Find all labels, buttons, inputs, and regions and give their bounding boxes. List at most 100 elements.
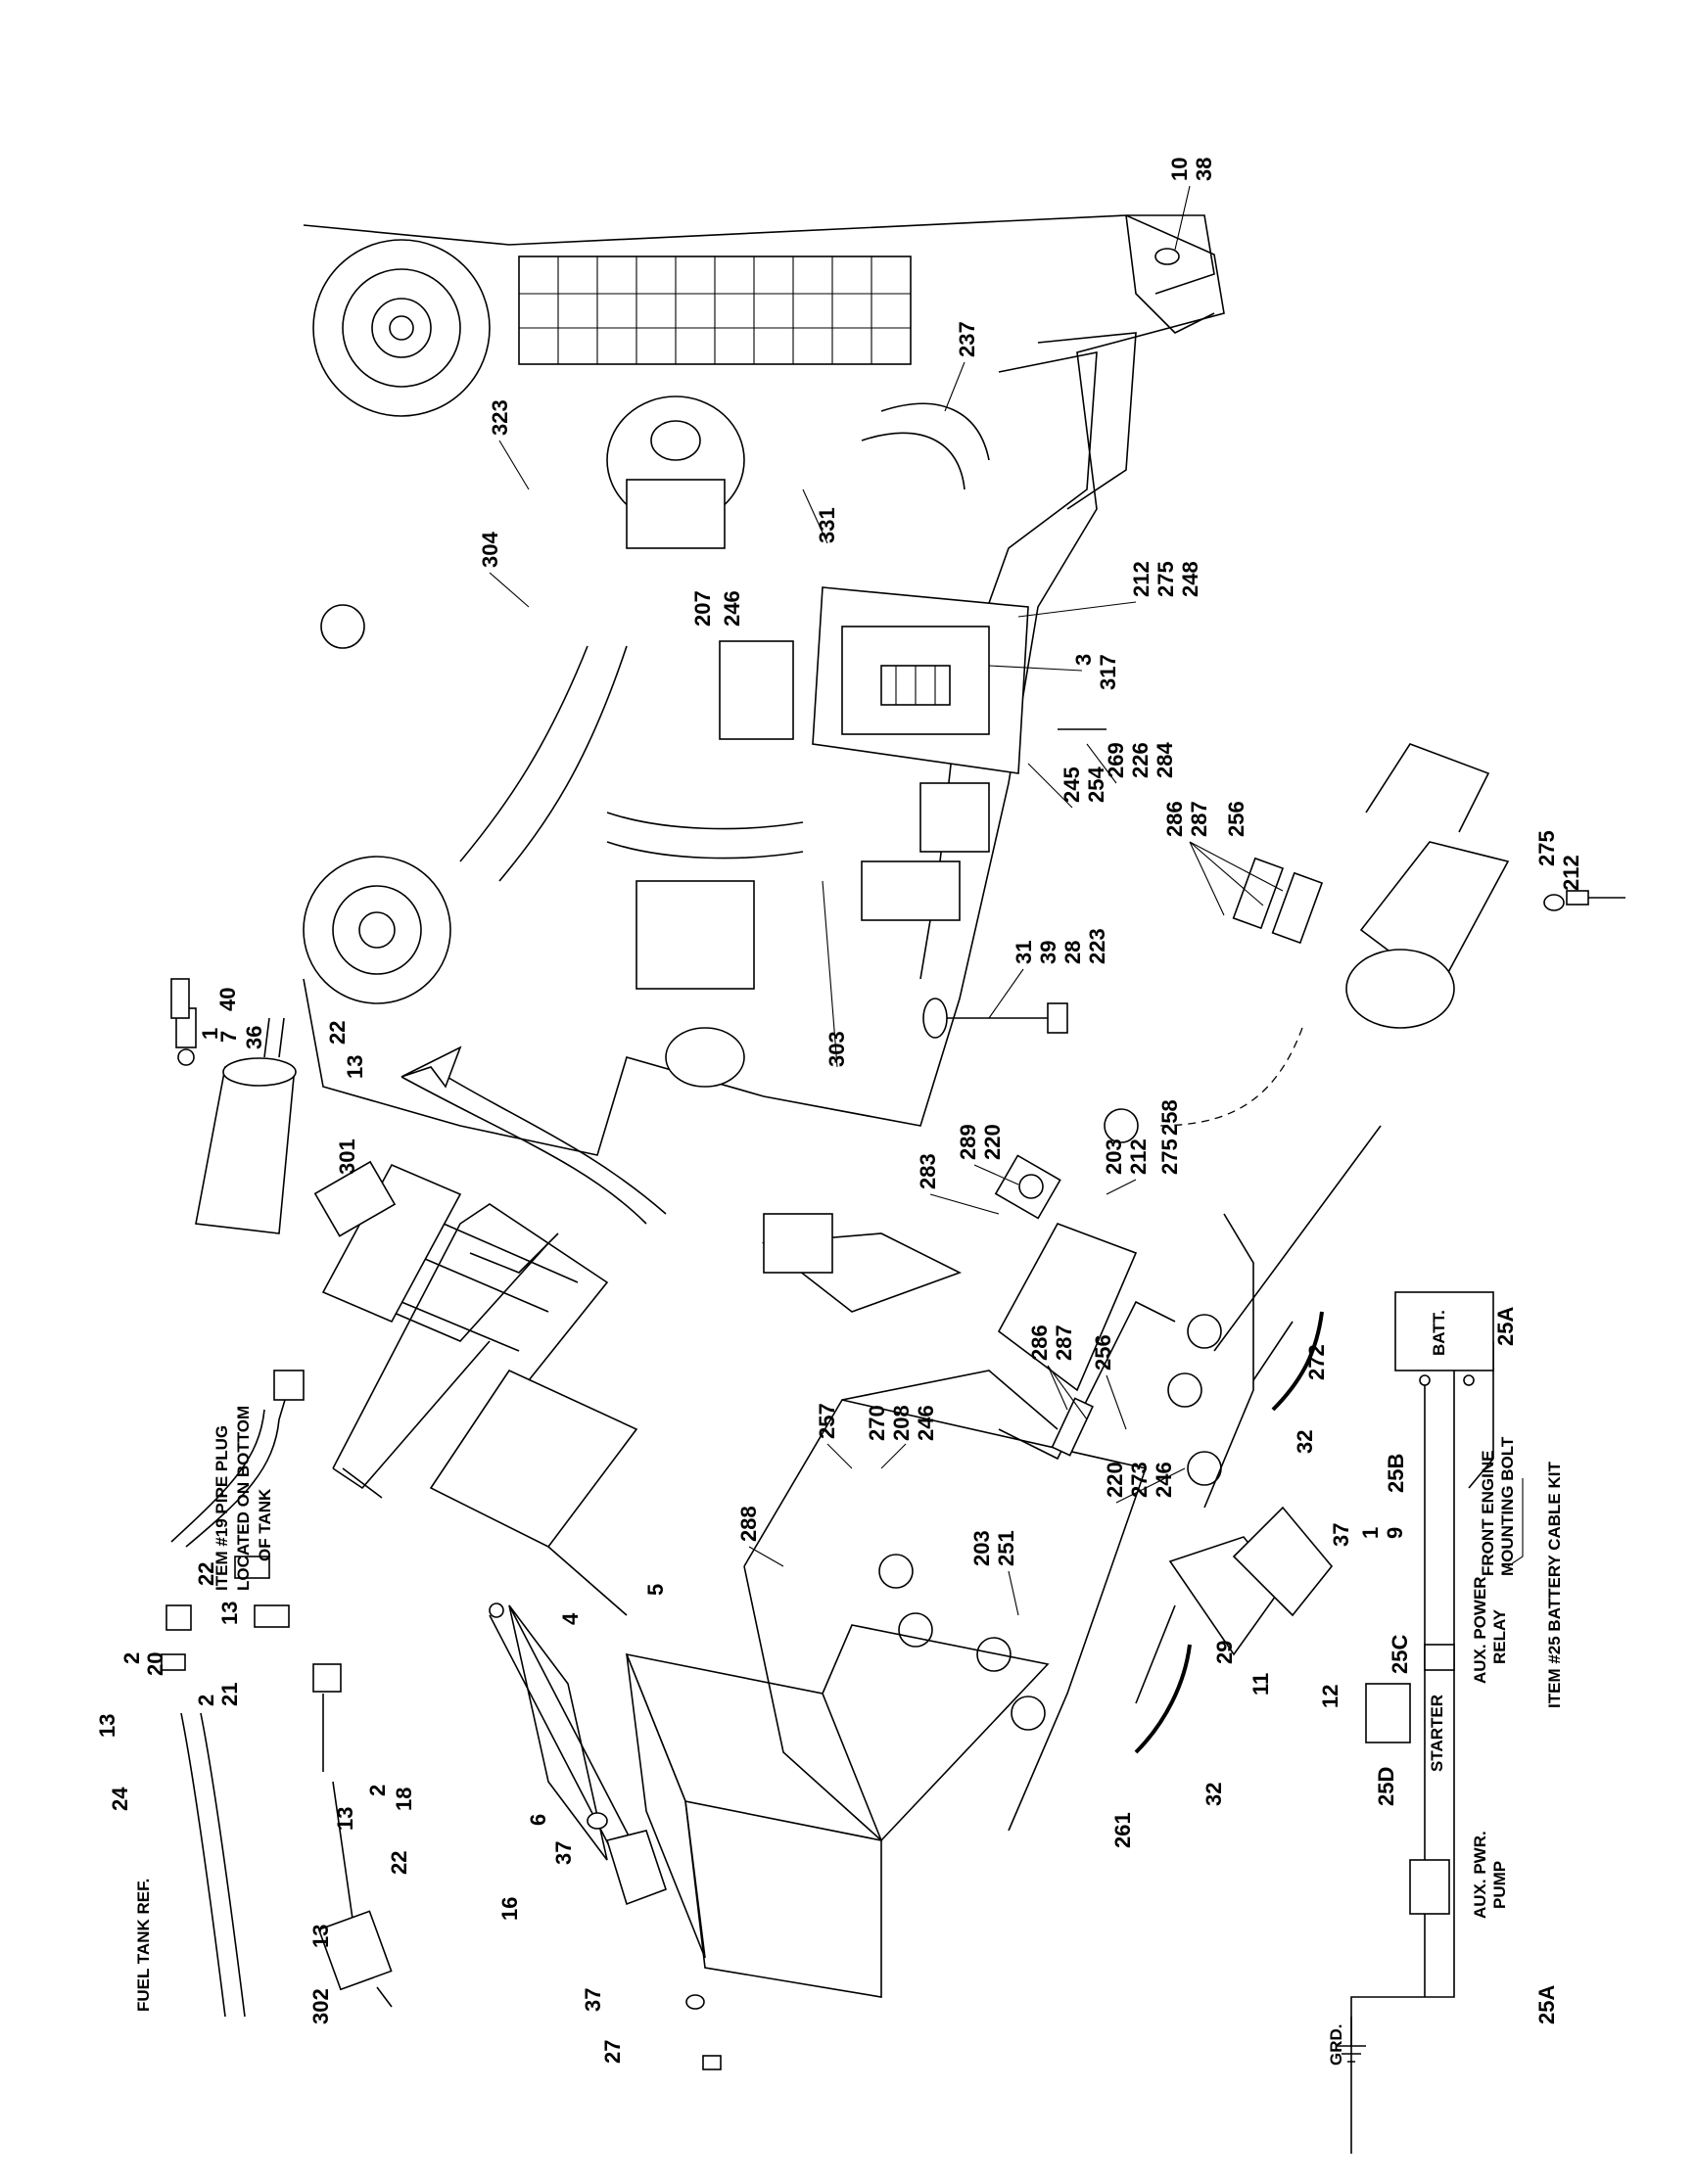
pipe-plug-note-line3: OF TANK — [256, 1488, 274, 1561]
callout-1: 1 — [1358, 1527, 1383, 1539]
callout-270: 270 — [865, 1405, 889, 1441]
callout-283: 283 — [916, 1153, 940, 1189]
callout-226: 226 — [1128, 742, 1153, 778]
callout-13: 13 — [95, 1714, 119, 1738]
callout-284: 284 — [1153, 742, 1177, 778]
callout-37: 37 — [581, 1988, 605, 2012]
aux-power-relay-line2: RELAY — [1490, 1608, 1509, 1664]
callout-32: 32 — [1293, 1430, 1317, 1454]
callout-301: 301 — [335, 1138, 359, 1175]
callout-261: 261 — [1110, 1812, 1135, 1848]
callout-207: 207 — [690, 590, 715, 627]
callout-248: 248 — [1178, 561, 1202, 597]
callout-28: 28 — [1060, 941, 1085, 964]
callout-257: 257 — [815, 1403, 839, 1439]
battery-cable-kit-note: ITEM #25 BATTERY CABLE KIT — [1545, 1462, 1564, 1708]
batt-label: BATT. — [1430, 1310, 1448, 1356]
fuel-tank-drawing — [170, 978, 667, 1616]
aux-pump-symbol — [1409, 1859, 1450, 1915]
callout-1: 1 — [198, 1028, 222, 1040]
callout-331: 331 — [815, 507, 839, 543]
callout-25D: 25D — [1374, 1767, 1398, 1806]
callout-272: 272 — [1304, 1344, 1329, 1380]
callout-40: 40 — [215, 988, 240, 1011]
starter-label: STARTER — [1428, 1695, 1446, 1772]
callout-21: 21 — [217, 1683, 242, 1706]
callout-25A: 25A — [1493, 1307, 1518, 1346]
callout-25C: 25C — [1388, 1635, 1412, 1674]
callout-13: 13 — [217, 1602, 242, 1625]
callout-16: 16 — [497, 1897, 522, 1921]
callout-275: 275 — [1154, 561, 1178, 597]
callout-251: 251 — [994, 1530, 1018, 1566]
callout-256: 256 — [1091, 1334, 1115, 1371]
aux-pump-line1: AUX. PWR. — [1471, 1831, 1489, 1919]
front-engine-note-line2: MOUNTING BOLT — [1498, 1436, 1517, 1576]
fuel-fittings-drawing — [161, 1370, 722, 2070]
callout-245: 245 — [1059, 767, 1084, 803]
callout-12: 12 — [1318, 1685, 1342, 1708]
callout-287: 287 — [1187, 801, 1211, 837]
callout-212: 212 — [1126, 1138, 1151, 1175]
relay-283 — [994, 1154, 1061, 1220]
callout-304: 304 — [478, 532, 502, 568]
callout-275: 275 — [1157, 1138, 1182, 1175]
pipe-plug-note-line2: LOCATED ON BOTTOM — [234, 1406, 253, 1591]
callout-13: 13 — [308, 1925, 333, 1948]
callout-11: 11 — [1248, 1673, 1273, 1696]
callout-22: 22 — [387, 1851, 411, 1875]
callout-223: 223 — [1085, 928, 1109, 964]
callout-287: 287 — [1052, 1324, 1076, 1361]
callout-256: 256 — [1224, 801, 1248, 837]
callout-labels: 10 38 237 323 331 304 212 275 248 207 24… — [95, 158, 1583, 2064]
battery-symbol — [1394, 1291, 1494, 1371]
callout-286: 286 — [1162, 801, 1187, 837]
callout-323: 323 — [488, 399, 512, 436]
callout-220: 220 — [1103, 1462, 1127, 1498]
callout-203: 203 — [969, 1530, 994, 1566]
callout-208: 208 — [889, 1405, 914, 1441]
callout-317: 317 — [1096, 654, 1120, 690]
callout-32: 32 — [1201, 1783, 1226, 1806]
callout-24: 24 — [108, 1787, 132, 1811]
callout-25B: 25B — [1384, 1454, 1408, 1493]
callout-2: 2 — [194, 1695, 218, 1706]
callout-286: 286 — [1027, 1324, 1052, 1361]
callout-7: 7 — [216, 1031, 241, 1043]
callout-18: 18 — [392, 1788, 416, 1811]
callout-258: 258 — [1157, 1099, 1182, 1136]
fan-pulley — [312, 239, 491, 417]
radiator-block — [518, 256, 912, 365]
callout-212: 212 — [1129, 561, 1154, 597]
callout-25A: 25A — [1534, 1985, 1559, 2024]
callout-5: 5 — [643, 1584, 668, 1596]
callout-220: 220 — [980, 1124, 1005, 1160]
callout-31: 31 — [1012, 941, 1036, 964]
alternator — [606, 395, 745, 549]
callout-13: 13 — [343, 1055, 367, 1079]
callout-29: 29 — [1212, 1641, 1237, 1664]
callout-246: 246 — [1152, 1462, 1176, 1498]
battery-box-drawing — [508, 743, 1625, 1998]
callout-38: 38 — [1192, 158, 1216, 181]
callout-246: 246 — [914, 1405, 938, 1441]
callout-27: 27 — [600, 2040, 625, 2064]
note-labels: ITEM #19 PIPE PLUG LOCATED ON BOTTOM OF … — [134, 1310, 1564, 2066]
lift-pump — [170, 978, 297, 1234]
callout-13: 13 — [333, 1807, 357, 1831]
callout-273: 273 — [1127, 1462, 1152, 1498]
callout-37: 37 — [1329, 1523, 1353, 1547]
callout-289: 289 — [956, 1124, 980, 1160]
callout-20: 20 — [143, 1652, 167, 1676]
callout-3: 3 — [1071, 654, 1096, 666]
callout-9: 9 — [1383, 1527, 1407, 1539]
callout-39: 39 — [1036, 941, 1060, 964]
callout-237: 237 — [955, 321, 979, 357]
callout-37: 37 — [551, 1841, 576, 1865]
starter-symbol — [1365, 1683, 1411, 1743]
callout-2: 2 — [119, 1652, 144, 1664]
callout-4: 4 — [558, 1612, 583, 1625]
aux-relay-symbol — [1424, 1644, 1455, 1671]
callout-254: 254 — [1084, 767, 1108, 803]
